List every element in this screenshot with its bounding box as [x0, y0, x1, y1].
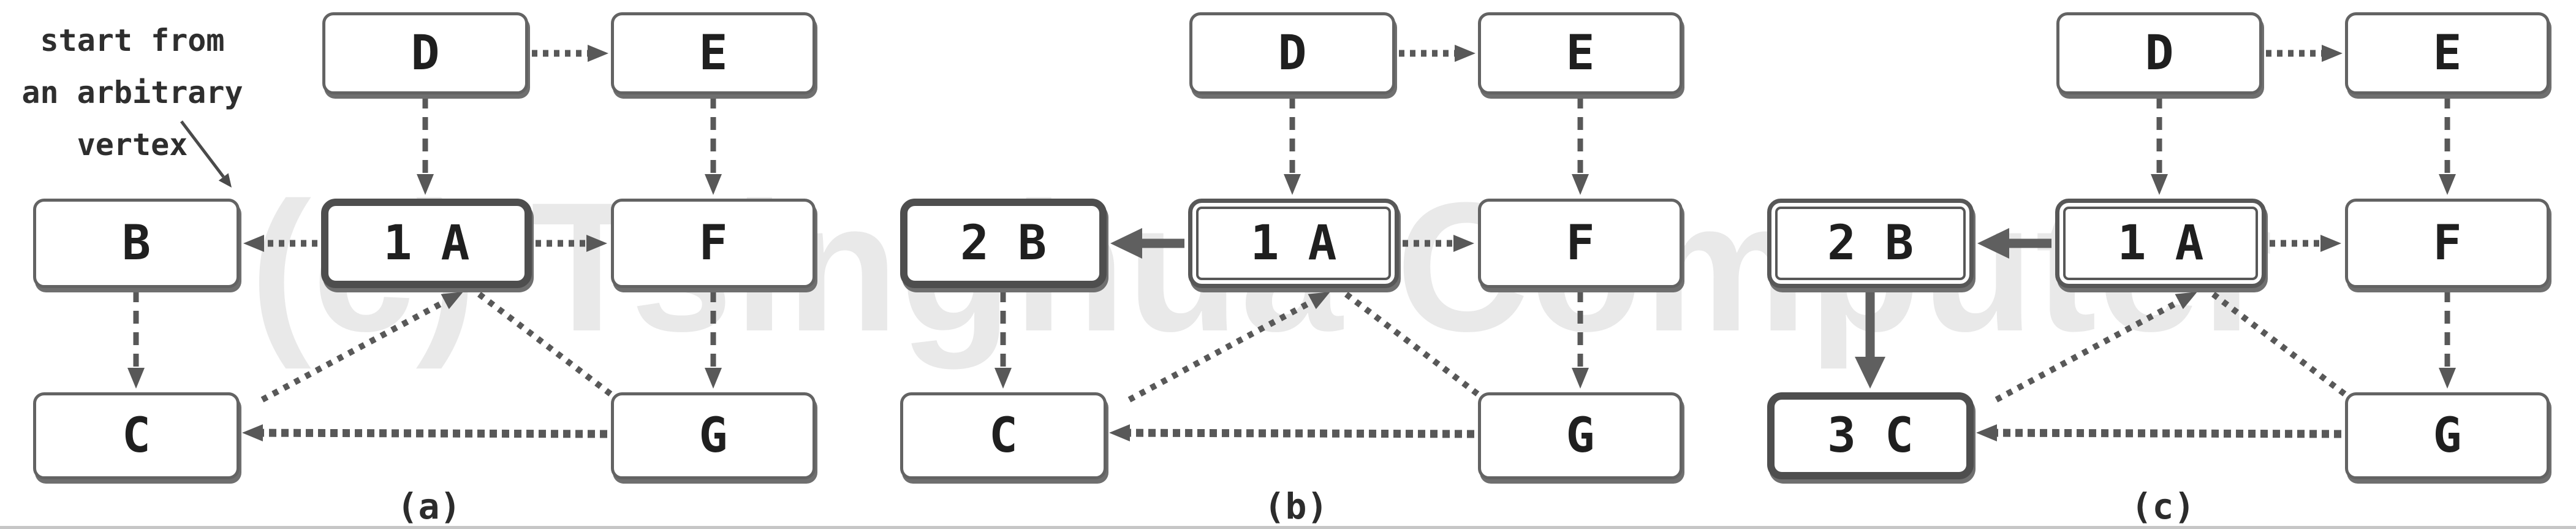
annotation-start-vertex: start from an arbitrary vertex: [0, 15, 265, 171]
edge-G-C: [1976, 424, 2342, 442]
node-f-normal: F: [1478, 199, 1683, 288]
bottom-rule: [0, 526, 2576, 529]
edge-C-A: [260, 292, 463, 403]
node-e-normal: E: [2345, 12, 2550, 94]
node-e-normal: E: [1478, 12, 1683, 94]
panel-label: (a): [396, 485, 461, 527]
annotation-line-2: an arbitrary: [21, 75, 243, 110]
panel-b: D E 2 B 1 A F C G (b): [867, 0, 1709, 529]
node-a-current: 1 A: [321, 199, 532, 288]
node-c-normal: C: [33, 392, 240, 479]
node-b-current: 2 B: [900, 199, 1107, 288]
edge-A-G: [1344, 292, 1486, 401]
edge-C-A: [1127, 292, 1330, 403]
edges-layer: [994, 45, 1589, 442]
node-f-normal: F: [2345, 199, 2550, 288]
node-d-normal: D: [2056, 12, 2262, 94]
panel-a: D E B 1 A F C G (a): [0, 0, 842, 529]
node-d-normal: D: [1189, 12, 1395, 94]
edge-A-G: [2211, 292, 2353, 401]
edges-layer: [1855, 45, 2456, 442]
node-b-visited: 2 B: [1767, 199, 1974, 288]
node-a-visited: 1 A: [2055, 199, 2266, 288]
node-g-normal: G: [611, 392, 816, 479]
node-g-normal: G: [2345, 392, 2550, 479]
annotation-line-3: vertex: [77, 127, 188, 162]
node-c-current: 3 C: [1767, 392, 1974, 479]
edge-G-C: [1109, 424, 1475, 442]
edge-C-A: [1995, 292, 2197, 403]
panel-label: (c): [2131, 485, 2195, 527]
node-f-normal: F: [611, 199, 816, 288]
node-e-normal: E: [611, 12, 816, 94]
panel-label: (b): [1263, 485, 1328, 527]
node-c-normal: C: [900, 392, 1107, 479]
annotation-arrow: [180, 120, 232, 188]
node-b-normal: B: [33, 199, 240, 288]
node-g-normal: G: [1478, 392, 1683, 479]
edges-layer: [127, 45, 722, 442]
edge-A-G: [477, 292, 619, 401]
node-d-normal: D: [322, 12, 528, 94]
edge-G-C: [242, 424, 608, 442]
panel-c: D E 2 B 1 A F 3 C G (c): [1734, 0, 2576, 529]
node-a-visited: 1 A: [1188, 199, 1399, 288]
annotation-line-1: start from: [40, 23, 225, 58]
